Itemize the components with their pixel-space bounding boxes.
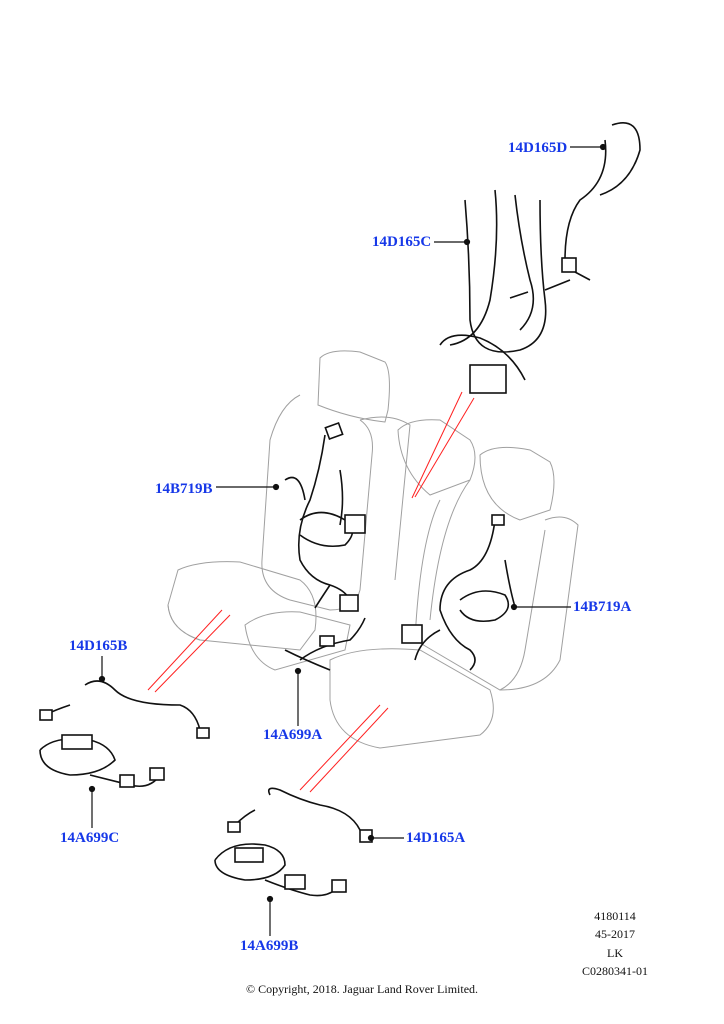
- seat-outlines: [167, 350, 579, 749]
- callout-14B719B[interactable]: 14B719B: [155, 481, 213, 497]
- callout-14D165B[interactable]: 14D165B: [69, 638, 128, 654]
- harness-drawings: [39, 122, 641, 897]
- callout-14D165D[interactable]: 14D165D: [508, 140, 568, 156]
- drawing-model-code: LK: [607, 946, 623, 960]
- leader-lines: [88, 143, 607, 936]
- callout-14A699B[interactable]: 14A699B: [240, 938, 299, 954]
- callout-14B719A[interactable]: 14B719A: [573, 599, 632, 615]
- callout-14D165A[interactable]: 14D165A: [406, 830, 466, 846]
- guide-lines: [147, 391, 475, 793]
- callout-14D165C[interactable]: 14D165C: [372, 234, 432, 250]
- callout-14A699A[interactable]: 14A699A: [263, 727, 323, 743]
- callout-14A699C[interactable]: 14A699C: [60, 830, 120, 846]
- copyright-notice: © Copyright, 2018. Jaguar Land Rover Lim…: [245, 982, 479, 996]
- drawing-number: 4180114: [594, 909, 636, 923]
- drawing-date-code: 45-2017: [595, 927, 635, 941]
- drawing-reference: C0280341-01: [582, 964, 648, 978]
